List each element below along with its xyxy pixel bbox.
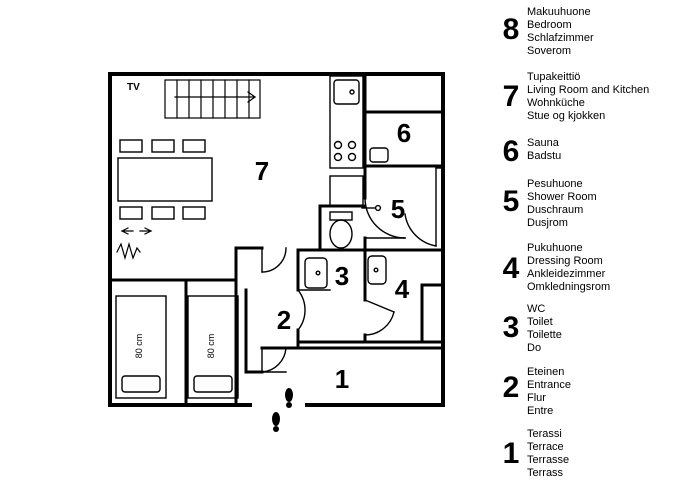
legend-name: Terrasse	[527, 454, 570, 466]
interior-walls	[108, 72, 445, 407]
footprints	[272, 388, 293, 432]
legend-name: Stue og kjokken	[527, 110, 606, 122]
legend-name: Terrass	[527, 467, 564, 479]
legend-name: Tupakeittiö	[527, 71, 581, 83]
room-number-living: 7	[255, 156, 269, 186]
legend-name: Shower Room	[527, 191, 597, 203]
bed-size-label-left: 80 cm	[134, 334, 144, 359]
legend-name: Living Room and Kitchen	[527, 84, 650, 96]
room-number-dressing: 4	[395, 274, 410, 304]
legend-number: 1	[502, 437, 520, 470]
outer-walls	[108, 72, 445, 407]
legend-name: Bedroom	[527, 19, 572, 31]
room-number-entrance: 2	[277, 305, 291, 335]
legend-name: Omkledningsrom	[527, 281, 611, 293]
kitchen-counter	[329, 75, 364, 207]
legend-name: Soverom	[527, 45, 572, 57]
legend-name: Flur	[527, 392, 546, 404]
legend-name: Do	[527, 342, 542, 354]
beds	[115, 295, 239, 399]
legend-name: Makuuhuone	[527, 6, 591, 18]
legend-name: Duschraum	[527, 204, 584, 216]
sanitary-fixtures	[304, 147, 389, 289]
legend-number: 7	[502, 80, 520, 113]
legend-name: Entrance	[527, 379, 572, 391]
legend-name: Terassi	[527, 428, 562, 440]
room-number-shower: 5	[391, 194, 405, 224]
legend-name: Badstu	[527, 150, 562, 162]
legend-number: 3	[502, 311, 520, 344]
legend-name: Entre	[527, 405, 554, 417]
room-number-sauna: 6	[397, 118, 411, 148]
legend-number: 2	[502, 371, 520, 404]
legend-number: 6	[502, 135, 520, 168]
bed-size-label-right: 80 cm	[206, 334, 216, 359]
legend-name: Toilet	[527, 316, 553, 328]
legend-number: 5	[502, 185, 520, 218]
tv-label: TV	[127, 82, 140, 93]
legend-name: Sauna	[527, 137, 559, 149]
legend-name: Wohnküche	[527, 97, 585, 109]
legend-name: Eteinen	[527, 366, 565, 378]
legend-name: WC	[527, 303, 546, 315]
legend-name: Pesuhuone	[527, 178, 583, 190]
dining-table	[117, 139, 213, 220]
legend-number: 8	[502, 13, 520, 46]
legend-name: Ankleidezimmer	[527, 268, 606, 280]
legend-number: 4	[502, 252, 520, 285]
stairs	[164, 79, 261, 119]
legend-name: Schlafzimmer	[527, 32, 594, 44]
legend-name: Dusjrom	[527, 217, 568, 229]
legend-name: Pukuhuone	[527, 242, 583, 254]
legend-name: Toilette	[527, 329, 562, 341]
room-legend: 8 Makuuhuone Bedroom Schlafzimmer Sovero…	[490, 0, 695, 500]
room-number-terrace: 1	[335, 364, 349, 394]
heater-symbol	[116, 227, 153, 261]
legend-name: Terrace	[527, 441, 564, 453]
room-number-wc: 3	[335, 261, 349, 291]
door-swings	[261, 167, 444, 373]
room-number-bedroom: 8	[0, 0, 1, 1]
legend-name: Dressing Room	[527, 255, 603, 267]
